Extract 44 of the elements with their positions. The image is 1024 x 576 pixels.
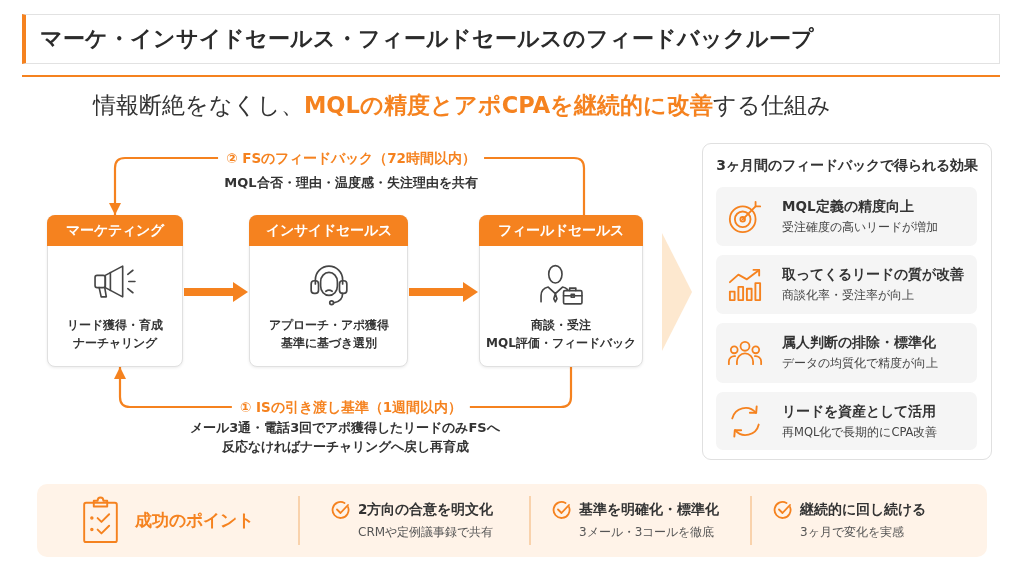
effect-text: 受注確度の高いリードが増加 xyxy=(782,219,938,235)
point-text: 3ヶ月で変化を実感 xyxy=(800,524,904,540)
card-text: リード獲得・育成 xyxy=(66,317,164,334)
chevron-arrow xyxy=(662,233,692,351)
card-header: インサイドセールス xyxy=(249,215,408,246)
edge-label: ① ISの引き渡し基準（1週間以内） xyxy=(231,398,471,416)
note-text: メール3通・電話3回でアポ獲得したリードのみFSへ xyxy=(190,419,500,437)
effect-text: 商談化率・受注率が向上 xyxy=(782,287,914,303)
title: マーケ・インサイドセールス・フィールドセールスのフィードバックループ xyxy=(40,25,814,53)
effect-heading: 属人判断の排除・標準化 xyxy=(782,333,936,352)
arrow xyxy=(184,282,248,302)
note-text: MQL合否・理由・温度感・失注理由を共有 xyxy=(224,174,478,192)
edge-label: ② FSのフィードバック（72時間以内） xyxy=(218,149,484,167)
point-text: CRMや定例議事録で共有 xyxy=(358,524,494,540)
panel-title: 3ヶ月間のフィードバックで得られる効果 xyxy=(715,156,979,174)
card-header: フィールドセールス xyxy=(479,215,643,246)
point-heading: 継続的に回し続ける xyxy=(800,500,926,519)
card-text: アプローチ・アポ獲得 xyxy=(267,317,390,334)
effects-panel xyxy=(702,143,992,460)
effect-card xyxy=(716,392,977,450)
card-text: 商談・受注 xyxy=(530,317,592,334)
note-text: 反応なければナーチャリングへ戻し再育成 xyxy=(221,438,469,456)
card-header: マーケティング xyxy=(47,215,183,246)
effect-card xyxy=(716,187,977,246)
card-text: ナーチャリング xyxy=(72,335,159,352)
effect-text: データの均質化で精度が向上 xyxy=(782,355,938,371)
effect-card xyxy=(716,255,977,314)
effect-text: 再MQL化で長期的にCPA改善 xyxy=(782,424,938,440)
card-text: MQL評価・フィードバック xyxy=(485,335,637,352)
process-card xyxy=(249,215,408,367)
point-text: 3メール・3コールを徹底 xyxy=(579,524,715,540)
band-heading: 成功のポイント xyxy=(135,509,254,531)
point-heading: 基準を明確化・標準化 xyxy=(579,500,719,519)
subtitle: 情報断絶をなくし、MQLの精度とアポCPAを継続的に改善する仕組み xyxy=(92,91,832,121)
effect-heading: 取ってくるリードの質が改善 xyxy=(782,265,964,284)
arrow xyxy=(409,282,478,302)
effect-card xyxy=(716,323,977,383)
effect-heading: MQL定義の精度向上 xyxy=(782,197,914,216)
effect-heading: リードを資産として活用 xyxy=(782,402,936,421)
card-text: 基準に基づき選別 xyxy=(279,335,378,352)
process-card xyxy=(47,215,183,367)
process-card xyxy=(479,215,643,367)
success-points-band xyxy=(37,484,987,557)
point-heading: 2方向の合意を明文化 xyxy=(358,500,494,519)
